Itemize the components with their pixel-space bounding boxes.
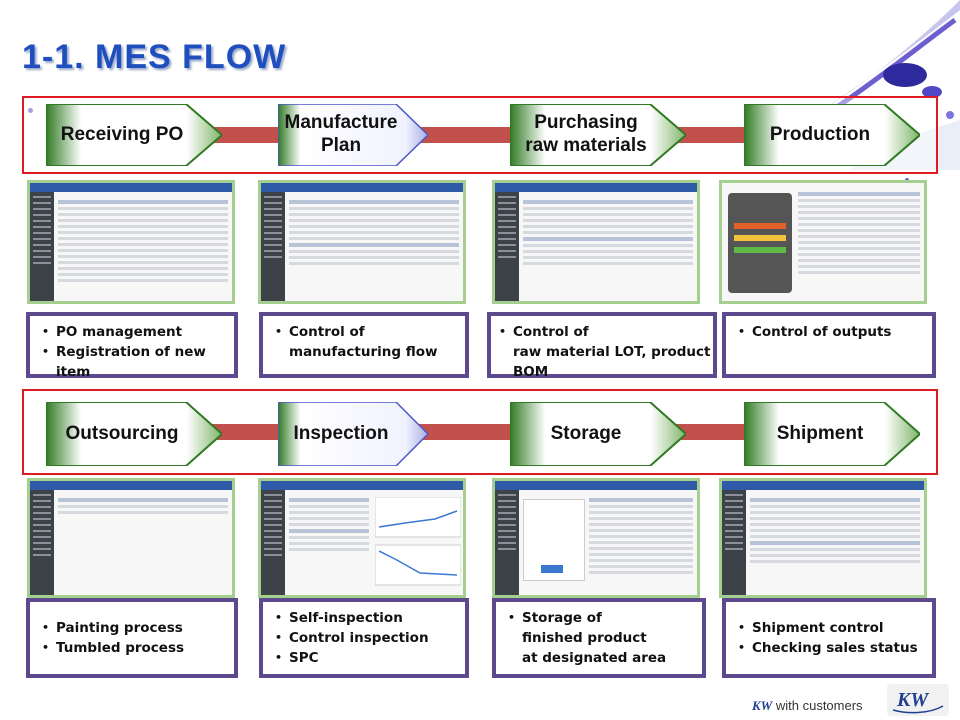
screenshot-shipment (719, 478, 927, 598)
description-po: PO management Registration of new item (26, 312, 238, 380)
page-title: 1-1. MES FLOW (22, 38, 287, 76)
footer-tagline: KW with customers (752, 698, 863, 714)
decorative-dot (28, 108, 33, 113)
company-logo: KW (887, 684, 949, 716)
description-item: Storage of finished product at designate… (504, 608, 694, 668)
description-item: Self-inspection (271, 608, 457, 628)
step-label: Production (769, 123, 871, 145)
step-label: Shipment (776, 422, 864, 444)
description-item: Checking sales status (734, 638, 924, 658)
description-item: SPC (271, 648, 457, 668)
step-label: Manufacture Plan (284, 112, 398, 156)
screenshot-purchasing (492, 180, 700, 304)
step-label: Outsourcing (65, 422, 179, 444)
description-storage: Storage of finished product at designate… (492, 598, 706, 678)
chevron-manufacture-plan: Manufacture Plan (278, 104, 428, 166)
screenshot-production (719, 180, 927, 304)
screenshot-storage (492, 478, 700, 598)
chevron-production: Production (744, 104, 920, 166)
svg-text:KW: KW (896, 689, 929, 711)
chevron-inspection: Inspection (278, 402, 428, 466)
screenshot-outsourcing (27, 478, 235, 598)
description-item: Control of outputs (734, 322, 924, 342)
description-production: Control of outputs (722, 312, 936, 378)
step-label: Receiving PO (60, 123, 184, 145)
screenshot-inspection (258, 478, 466, 598)
screenshot-po-management (27, 180, 235, 304)
description-item: Tumbled process (38, 638, 226, 658)
description-purchasing: Control of raw material LOT, product BOM (487, 312, 717, 380)
description-item: Control inspection (271, 628, 457, 648)
description-manufacture: Control of manufacturing flow (259, 312, 469, 378)
description-shipment: Shipment control Checking sales status (722, 598, 936, 678)
step-label: Storage (550, 422, 622, 444)
step-label: Purchasing raw materials (525, 112, 647, 156)
description-item: Control of raw material LOT, product BOM (495, 322, 711, 382)
brand-mark: KW (752, 698, 773, 713)
chevron-outsourcing: Outsourcing (46, 402, 222, 466)
description-inspection: Self-inspection Control inspection SPC (259, 598, 469, 678)
description-item: Shipment control (734, 618, 924, 638)
screenshot-manufacture-plan (258, 180, 466, 304)
chevron-receiving-po: Receiving PO (46, 104, 222, 166)
chevron-storage: Storage (510, 402, 686, 466)
description-outsourcing: Painting process Tumbled process (26, 598, 238, 678)
description-item: Painting process (38, 618, 226, 638)
description-item: Registration of new item (38, 342, 226, 382)
chevron-purchasing: Purchasing raw materials (510, 104, 686, 166)
description-item: PO management (38, 322, 226, 342)
description-item: Control of manufacturing flow (271, 322, 457, 362)
tagline-text: with customers (775, 698, 863, 713)
step-label: Inspection (293, 422, 389, 444)
chevron-shipment: Shipment (744, 402, 920, 466)
